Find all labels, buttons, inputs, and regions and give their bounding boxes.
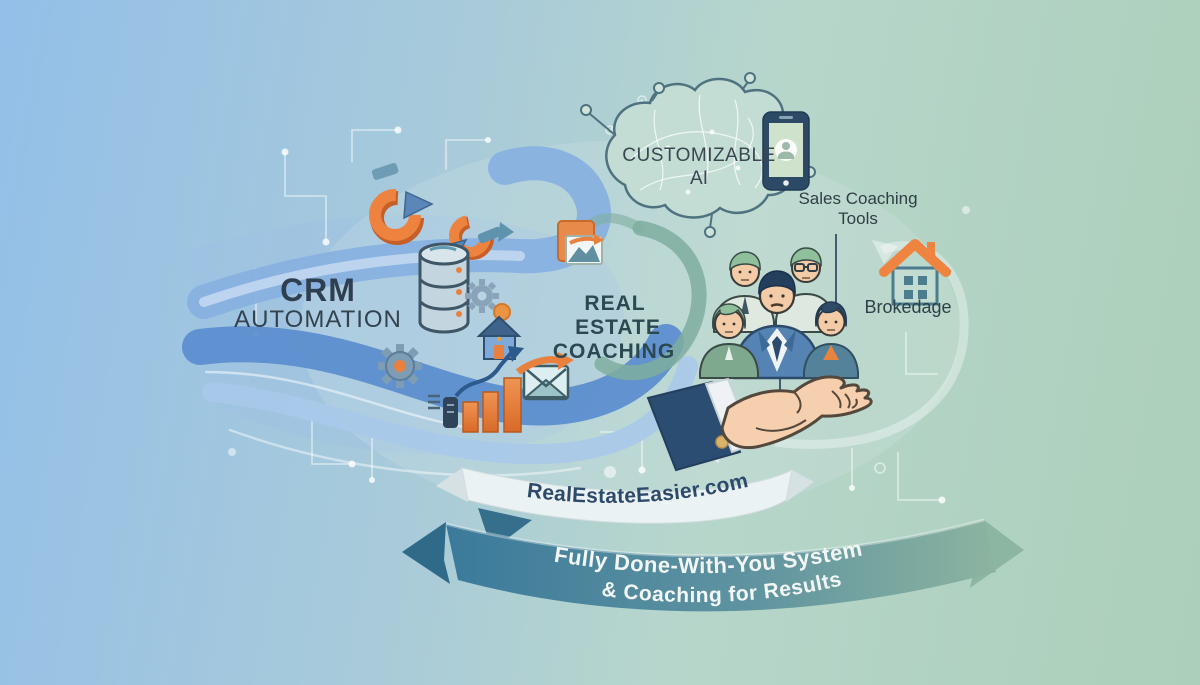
customizable-ai-label-line2: AI [690,168,708,189]
bar-chart-growth-icon [454,346,524,433]
person-front-right [803,301,859,379]
notes-block-icon [428,394,458,428]
gear-icon [465,279,499,313]
open-hand-icon [646,375,873,472]
database-icon [418,242,470,334]
ribbon-banner: Fully Done-With-You System & Coaching fo… [402,508,1024,612]
sales-coaching-label-line2: Tools [838,209,878,228]
sync-arrow-ring-icon [369,189,434,245]
small-sync-arrow-icon [371,163,514,244]
brokerage-label: Brokedage [864,297,952,317]
coin-icon [493,303,511,321]
person-front-left [699,303,759,379]
customizable-ai-label-line1: CUSTOMIZABLE [622,145,776,166]
team-of-five [699,247,859,380]
crm-label-line2: AUTOMATION [234,306,402,333]
gear-orange-center-icon [378,344,422,388]
crm-label-line1: CRM [280,272,356,308]
sales-coaching-label-line1: Sales Coaching [798,189,918,208]
image-document-icon [557,220,604,265]
smartphone-icon [762,111,810,191]
house-brokerage-icon [879,239,951,306]
envelope-send-icon [515,352,574,401]
real-estate-label-line1: REAL [584,292,646,315]
real-estate-label-line3: COACHING [552,340,676,363]
real-estate-label-line2: ESTATE [575,316,661,339]
